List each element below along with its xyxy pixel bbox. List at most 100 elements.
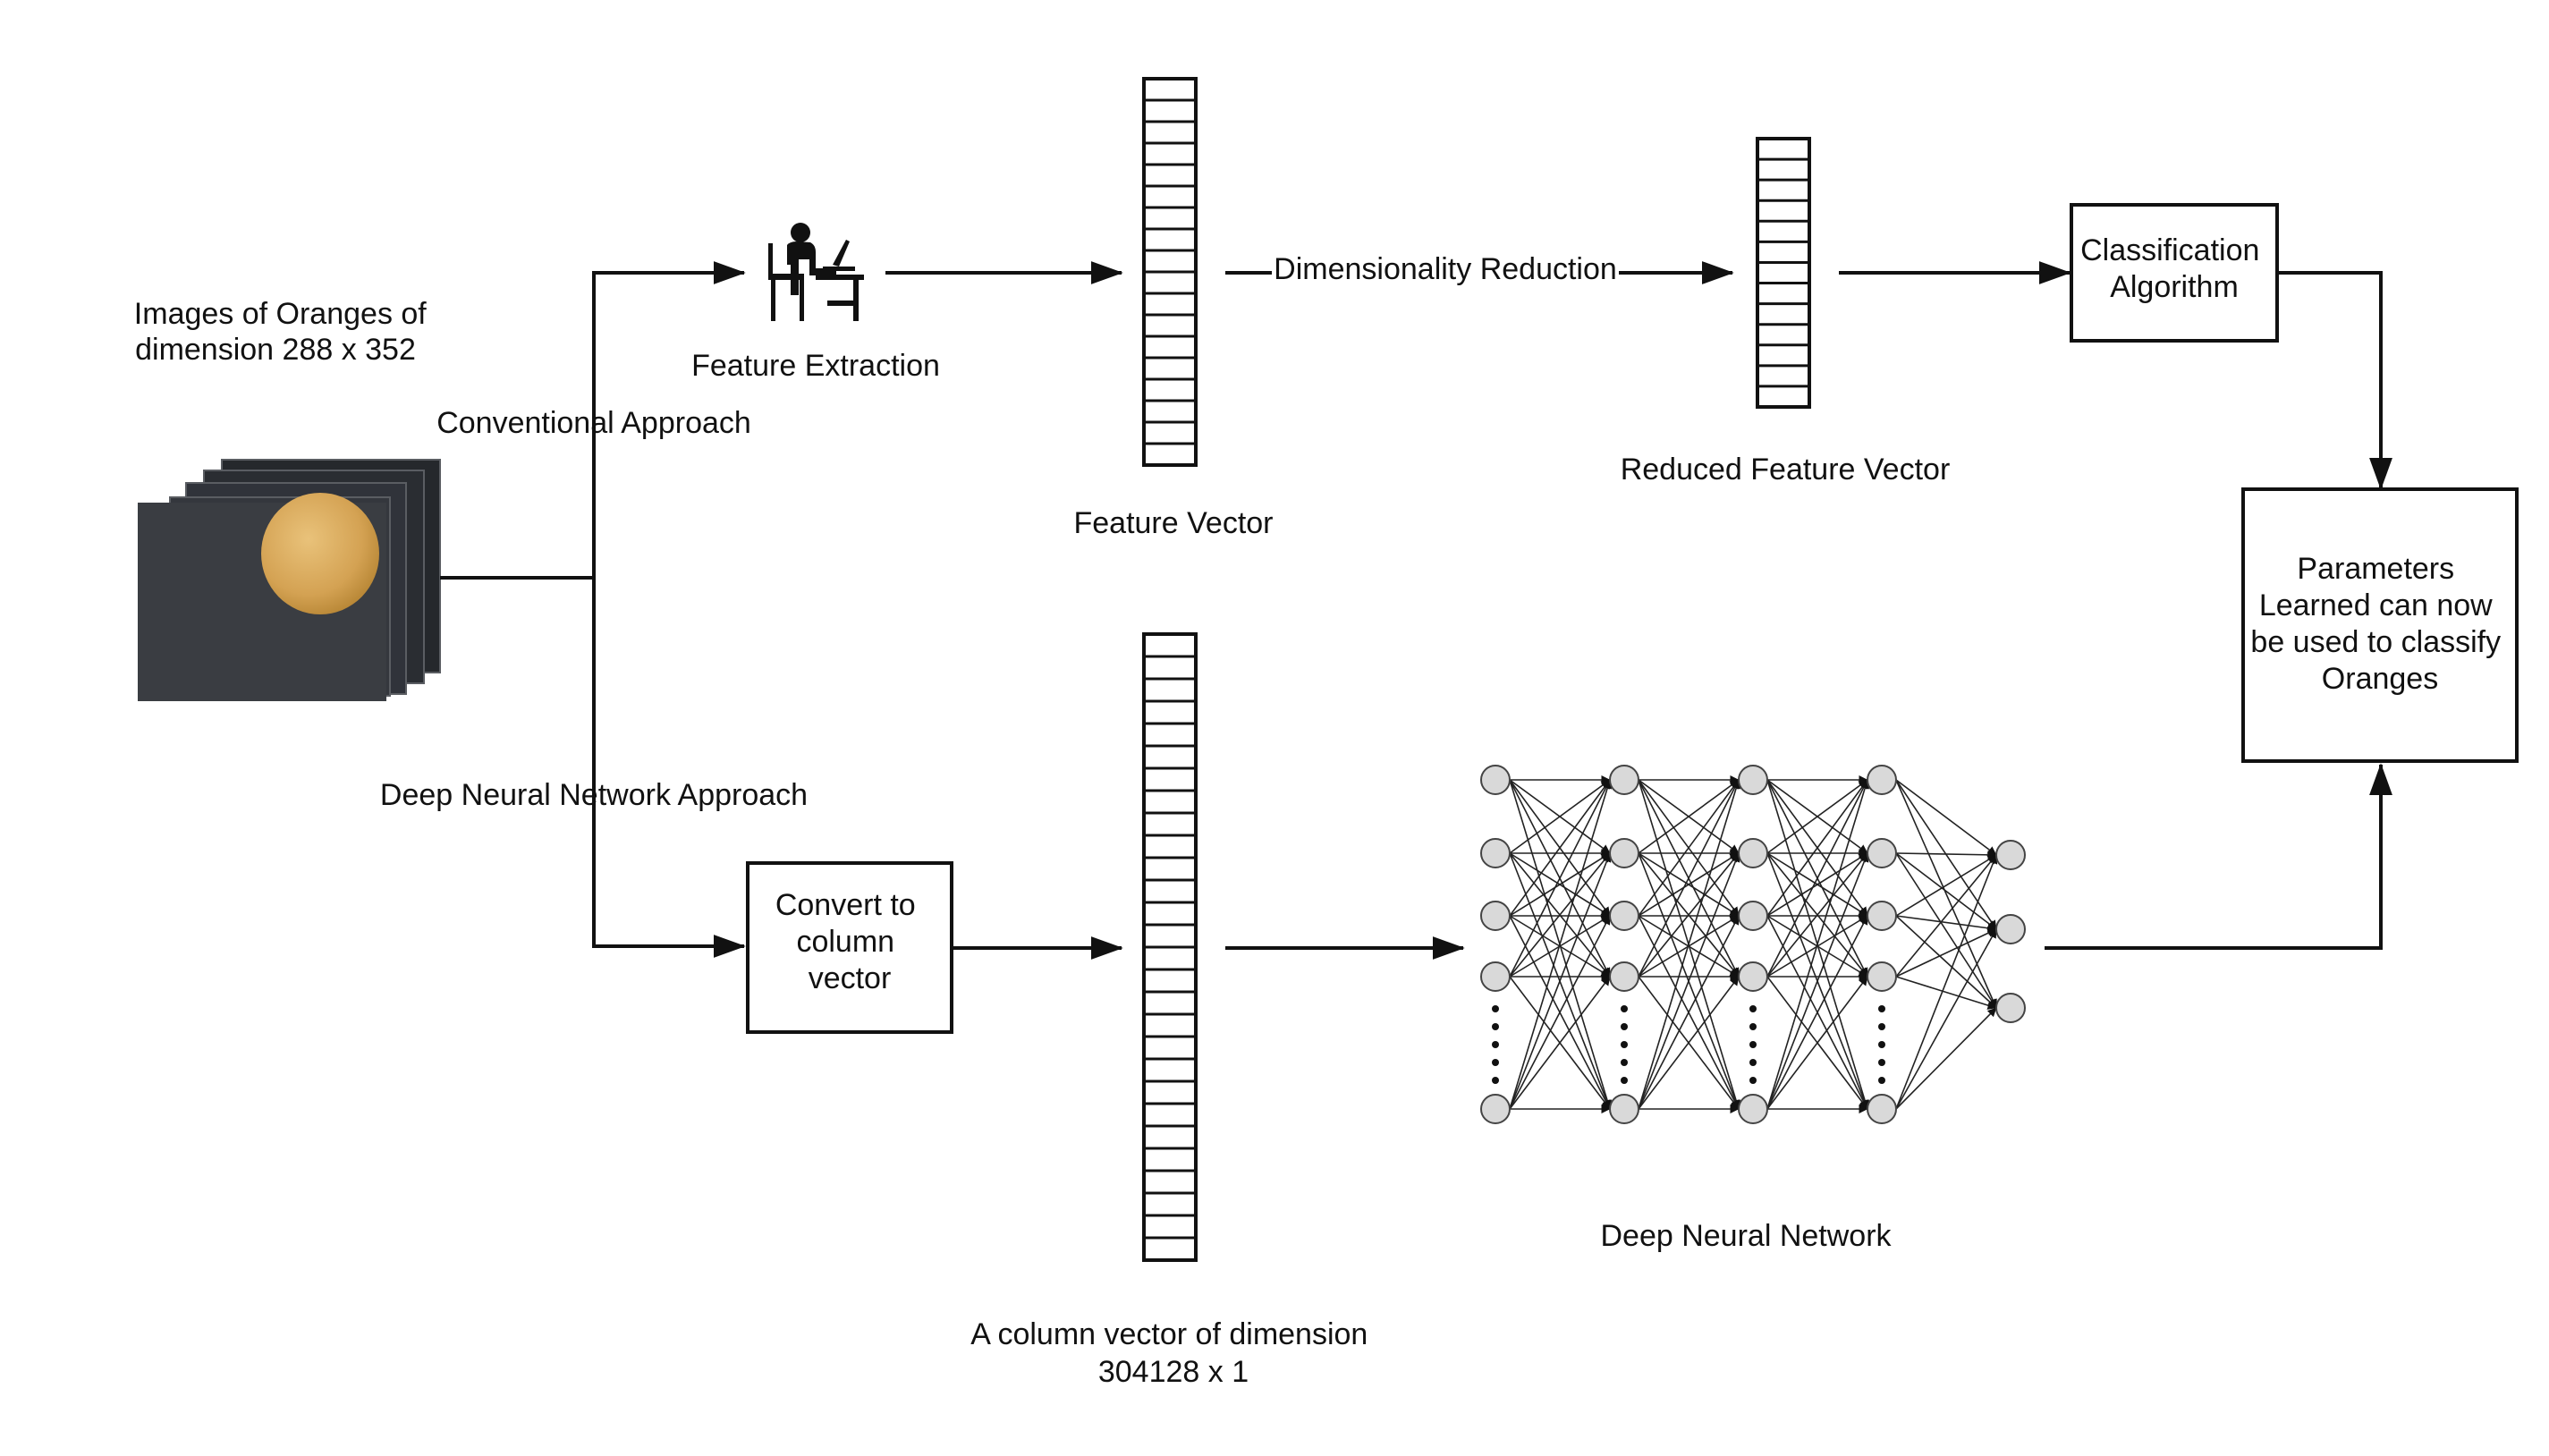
parameters-line4: Oranges — [2322, 662, 2438, 696]
dimensionality-reduction-label: Dimensionality Reduction — [1274, 252, 1617, 286]
convert-line2: column — [796, 925, 894, 959]
neuron-connection — [1638, 779, 1740, 978]
images-caption-line2: dimension 288 x 352 — [135, 333, 416, 367]
orange-fruit — [261, 493, 379, 614]
vector-outline — [1756, 137, 1811, 409]
feature-vector-label: Feature Vector — [1073, 506, 1273, 540]
column-vector-line2: 304128 x 1 — [1098, 1355, 1249, 1389]
reduced-feature-vector-label: Reduced Feature Vector — [1621, 453, 1951, 487]
neuron-connection — [1509, 852, 1611, 917]
conventional-approach-label: Conventional Approach — [436, 406, 751, 440]
neuron-connection — [1509, 779, 1611, 978]
neuron-connection — [1895, 779, 1997, 856]
neuron — [1738, 765, 1768, 795]
ellipsis-dot — [1621, 1023, 1628, 1030]
ellipsis-dot — [1878, 1077, 1885, 1084]
neuron-connection — [1766, 976, 1868, 1110]
neuron-connection — [1895, 850, 1997, 859]
column-vector — [1142, 632, 1198, 1262]
convert-to-column-vector-box: Convert to column vector — [746, 861, 953, 1034]
neuron — [1609, 765, 1639, 795]
orange-photo-stack — [138, 459, 441, 701]
neuron — [1609, 961, 1639, 992]
neuron-connection — [1895, 915, 1997, 1009]
neuron-connection — [1766, 852, 1869, 1110]
neuron-connection — [1766, 779, 1868, 978]
neuron-connection — [1638, 779, 1741, 1110]
deep-approach-label: Deep Neural Network Approach — [380, 778, 808, 812]
feature-vector-column — [1142, 77, 1198, 467]
neuron-connection — [1509, 915, 1611, 1110]
neuron-connection — [1638, 779, 1740, 917]
ellipsis-dot — [1878, 1059, 1885, 1066]
neuron — [1480, 901, 1511, 931]
ellipsis-dot — [1621, 1077, 1628, 1084]
neuron-connection — [1895, 854, 1997, 917]
neuron-connection — [1509, 779, 1611, 854]
neuron — [1480, 961, 1511, 992]
neuron-connection — [1766, 779, 1868, 854]
neuron-connection — [1509, 779, 1613, 1110]
parameters-line2: Learned can now — [2259, 588, 2493, 622]
neuron — [1867, 1094, 1897, 1124]
convert-line3: vector — [809, 961, 892, 995]
neuron-connection — [1895, 852, 1997, 1009]
top-row-arrows — [885, 261, 2392, 490]
neuron-connection — [1638, 779, 1740, 854]
neuron-connection — [1895, 915, 1997, 933]
deep-neural-network-label: Deep Neural Network — [1600, 1219, 1892, 1253]
ellipsis-dot — [1492, 1077, 1499, 1084]
neuron-connection — [1638, 852, 1740, 1110]
neuron — [1867, 961, 1897, 992]
ellipsis-dot — [1621, 1041, 1628, 1048]
convert-line1: Convert to — [775, 888, 916, 922]
bottom-row-arrows — [953, 763, 2392, 960]
ellipsis-dot — [1878, 1041, 1885, 1048]
feature-extraction-label: Feature Extraction — [691, 349, 940, 383]
column-vector-caption: A column vector of dimension 304128 x 1 — [970, 1317, 1376, 1389]
parameters-box-text: Parameters Learned can now be used to cl… — [2250, 552, 2509, 696]
neuron-connection — [1895, 928, 1997, 1110]
neuron-connection — [1509, 852, 1611, 978]
ellipsis-dot — [1878, 1023, 1885, 1030]
images-caption-line1: Images of Oranges of — [134, 297, 428, 331]
ellipsis-dot — [1621, 1005, 1628, 1012]
neuron-connection — [1509, 852, 1612, 1110]
branch-connectors — [440, 261, 746, 958]
ellipsis-dot — [1749, 1059, 1757, 1066]
neural-network-neurons — [1480, 765, 2026, 1124]
neuron-connection — [1895, 928, 1997, 978]
neuron — [1738, 901, 1768, 931]
neuron-connection — [1766, 915, 1868, 1110]
neuron-connection — [1509, 976, 1611, 1110]
neuron — [1995, 840, 2026, 870]
ellipsis-dot — [1878, 1005, 1885, 1012]
neuron — [1738, 838, 1768, 868]
neural-network-connections — [1509, 775, 1998, 1113]
neuron-connection — [1638, 852, 1740, 978]
ellipsis-dot — [1749, 1005, 1757, 1012]
neuron — [1867, 765, 1897, 795]
neuron — [1480, 1094, 1511, 1124]
classification-line1: Classification — [2080, 233, 2259, 267]
parameters-line1: Parameters — [2297, 552, 2454, 586]
neuron-connection — [1638, 915, 1740, 1110]
neuron-connection — [1766, 852, 1868, 978]
neuron-connection — [1895, 854, 1998, 1110]
column-vector-line1: A column vector of dimension — [970, 1317, 1368, 1351]
neuron — [1995, 993, 2026, 1023]
neuron — [1867, 901, 1897, 931]
ellipsis-dot — [1492, 1005, 1499, 1012]
neuron-connection — [1766, 779, 1870, 1110]
neuron-connection — [1509, 779, 1611, 917]
neuron-connection — [1895, 854, 1997, 978]
parameters-box: Parameters Learned can now be used to cl… — [2241, 487, 2519, 763]
neuron — [1738, 1094, 1768, 1124]
neuron — [1609, 1094, 1639, 1124]
neuron-connection — [1895, 779, 1997, 1009]
neuron — [1995, 914, 2026, 944]
neuron-connection — [1895, 852, 1997, 930]
neuron — [1609, 901, 1639, 931]
neuron — [1867, 838, 1897, 868]
